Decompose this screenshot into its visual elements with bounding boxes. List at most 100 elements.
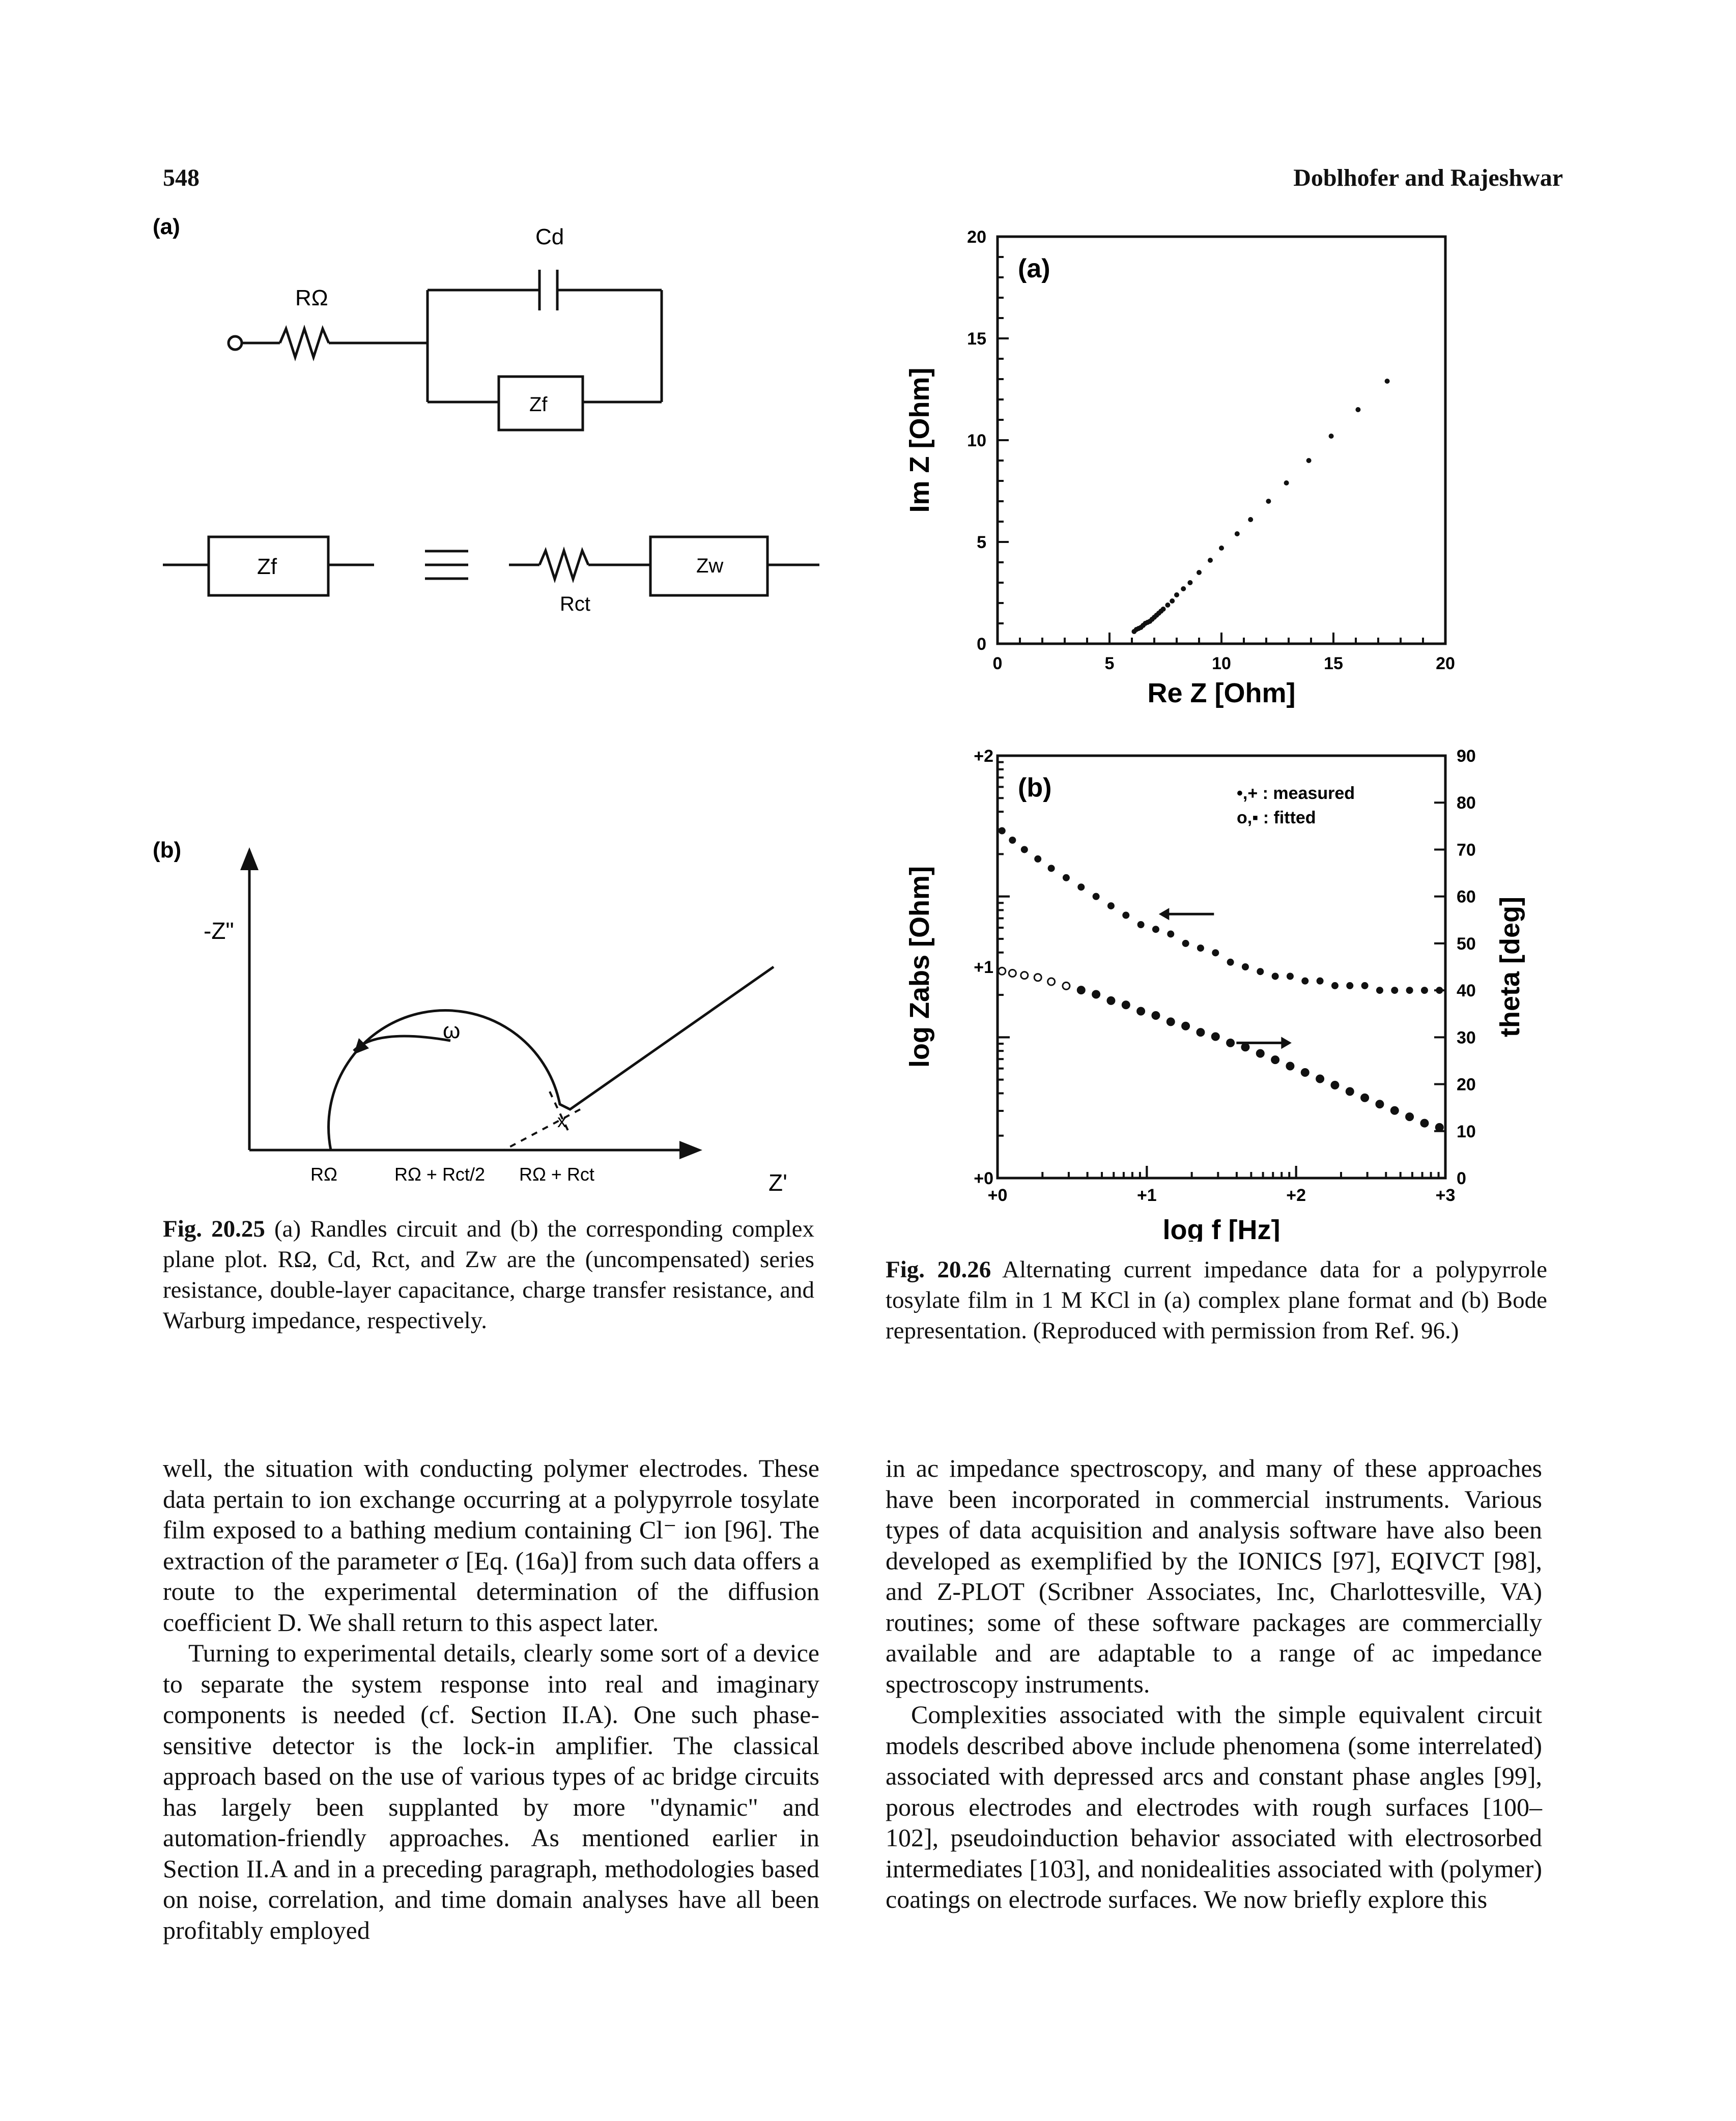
right-text-column: in ac impedance spectroscopy, and many o… xyxy=(886,1453,1542,1915)
zabs-point xyxy=(1151,1011,1160,1020)
zabs-point xyxy=(1166,1017,1175,1026)
theta-point xyxy=(1137,921,1145,928)
left-arrow xyxy=(1158,908,1214,921)
y2-tick-label-b: 70 xyxy=(1457,840,1476,859)
theta-point xyxy=(1092,893,1100,900)
theta-point xyxy=(1047,865,1055,872)
right-arrow xyxy=(1236,1037,1292,1049)
zabs-point xyxy=(1420,1119,1429,1128)
theta-point xyxy=(1062,874,1070,881)
fig25-caption: Fig. 20.25 (a) Randles circuit and (b) t… xyxy=(163,1214,814,1336)
capacitor-label: Cd xyxy=(535,224,564,249)
y-tick-label-b: +2 xyxy=(974,747,993,766)
y-tick-label-a: 15 xyxy=(967,329,986,349)
y2-tick-label-b: 20 xyxy=(1457,1075,1476,1095)
theta-point xyxy=(1241,963,1249,970)
theta-point xyxy=(1227,958,1234,966)
z-left-label: Zf xyxy=(257,554,277,579)
legend-entry: •,+ : measured xyxy=(1237,784,1355,803)
zabs-point xyxy=(998,966,1007,976)
fig26-caption-text: Alternating current impedance data for a… xyxy=(886,1256,1547,1344)
zabs-point xyxy=(1330,1080,1340,1090)
x-axis-label-b: log f [Hz] xyxy=(1163,1215,1280,1242)
x-tick-label-b: +1 xyxy=(1137,1186,1157,1205)
data-point-a xyxy=(1306,458,1312,463)
y-tick-label-a: 0 xyxy=(977,635,986,654)
panel-label-b: (b) xyxy=(1018,773,1051,802)
zabs-point xyxy=(1211,1032,1220,1041)
x-axis-label: Z' xyxy=(769,1169,787,1196)
data-point-a xyxy=(1165,603,1171,608)
theta-point xyxy=(1286,972,1294,980)
zabs-point xyxy=(1047,977,1056,986)
y2-axis-label-b: theta [deg] xyxy=(1495,897,1525,1037)
x-tick-label-a: 20 xyxy=(1436,654,1455,673)
theta-point xyxy=(1436,987,1443,994)
y-tick-label-a: 10 xyxy=(967,431,986,450)
r-omega-label: RΩ xyxy=(295,285,328,310)
data-point-a xyxy=(1197,570,1202,575)
zabs-point xyxy=(1360,1093,1370,1102)
data-point-a xyxy=(1170,598,1175,604)
fig25-panel-a-label: (a) xyxy=(153,214,180,239)
tick-r-omega-plus-half-rct: RΩ + Rct/2 xyxy=(394,1164,485,1185)
plot-frame-b xyxy=(996,754,1447,1180)
legend-entry: o,▪ : fitted xyxy=(1237,808,1316,827)
theta-point xyxy=(1406,987,1413,994)
x-tick-label-a: 5 xyxy=(1105,654,1115,673)
rct-label: Rct xyxy=(560,593,590,615)
data-point-a xyxy=(1284,480,1289,485)
data-point-a xyxy=(1355,407,1361,412)
x-tick-label-b: +3 xyxy=(1436,1186,1456,1205)
zabs-point xyxy=(1316,1074,1325,1083)
theta-point xyxy=(1077,883,1085,891)
zabs-point xyxy=(1196,1028,1205,1037)
tick-r-omega: RΩ xyxy=(310,1164,337,1185)
zabs-point xyxy=(1121,1000,1130,1010)
theta-point xyxy=(1034,855,1042,863)
zabs-point xyxy=(1106,996,1116,1005)
zabs-point xyxy=(1241,1043,1250,1052)
x-axis-label-a: Re Z [Ohm] xyxy=(1148,678,1296,708)
fig26-caption: Fig. 20.26 Alternating current impedance… xyxy=(886,1254,1547,1346)
zabs-point xyxy=(1345,1087,1354,1096)
tick-r-omega-plus-rct: RΩ + Rct xyxy=(519,1164,594,1185)
complex-plane-plot: (b) -Z" Z' ω x RΩ RΩ + Rct/2 RΩ + Rct xyxy=(153,838,787,1196)
zabs-point xyxy=(1405,1112,1414,1122)
fig25-caption-text: (a) Randles circuit and (b) the correspo… xyxy=(163,1216,814,1334)
y2-tick-label-b: 60 xyxy=(1457,887,1476,907)
theta-point xyxy=(1316,977,1324,985)
y2-tick-label-b: 80 xyxy=(1457,793,1476,813)
theta-point xyxy=(1346,982,1354,989)
fig25-caption-label: Fig. 20.25 xyxy=(163,1216,265,1242)
theta-point xyxy=(1212,949,1219,957)
plot-frame-a xyxy=(996,235,1447,645)
zabs-point xyxy=(1136,1007,1146,1016)
faradaic-impedance-label: Zf xyxy=(529,393,548,416)
theta-point xyxy=(1107,902,1115,910)
theta-point xyxy=(1301,977,1309,985)
zabs-point xyxy=(1390,1106,1399,1115)
y-tick-label-b: +0 xyxy=(974,1169,993,1188)
theta-point xyxy=(1257,968,1264,976)
zabs-point xyxy=(1300,1068,1310,1077)
x-tick-label-a: 0 xyxy=(993,654,1003,673)
left-text-column: well, the situation with conducting poly… xyxy=(163,1453,819,1945)
y-axis-label-b: log Zabs [Ohm] xyxy=(904,866,935,1068)
data-point-a xyxy=(1181,586,1186,591)
theta-point xyxy=(1182,939,1189,947)
omega-label: ω xyxy=(443,1018,460,1043)
theta-point xyxy=(1271,972,1279,980)
theta-point xyxy=(1391,987,1399,994)
running-title: Doblhofer and Rajeshwar xyxy=(1293,164,1563,191)
impedance-curve xyxy=(327,965,775,1151)
y-axis-label: -Z" xyxy=(204,918,234,944)
panel-label-a: (a) xyxy=(1018,254,1050,283)
y2-tick-label-b: 40 xyxy=(1457,981,1476,1000)
zabs-point xyxy=(1062,981,1071,990)
theta-point xyxy=(1197,944,1204,952)
theta-point xyxy=(1009,837,1016,844)
zabs-point xyxy=(1020,971,1029,980)
